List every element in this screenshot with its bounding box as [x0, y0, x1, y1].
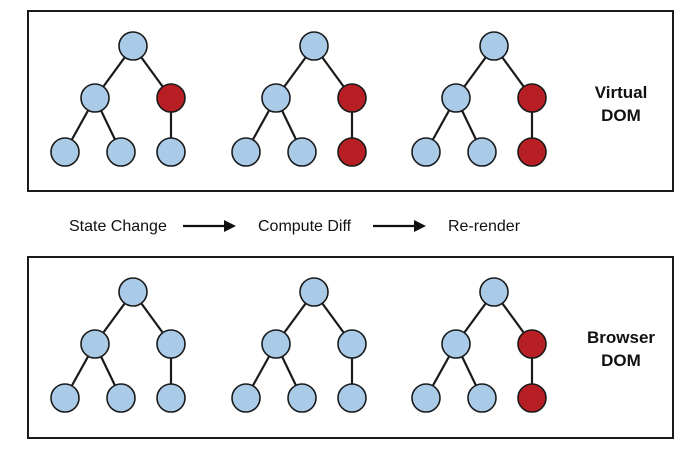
tree-node: [467, 383, 497, 413]
tree-node: [50, 137, 80, 167]
browser-dom-panel: Browser DOM: [27, 256, 674, 439]
tree-node: [156, 329, 186, 359]
tree-node: [479, 277, 509, 307]
browser-dom-label-line1: Browser: [587, 328, 655, 347]
tree-node: [441, 329, 471, 359]
tree-node: [411, 383, 441, 413]
tree-node: [287, 383, 317, 413]
tree-node-changed: [517, 329, 547, 359]
tree-node-changed: [517, 137, 547, 167]
virtual-dom-tree-compute-diff: [231, 31, 367, 167]
tree-node-changed: [156, 83, 186, 113]
tree-node: [118, 277, 148, 307]
tree-node-changed: [337, 83, 367, 113]
step-state-change: State Change: [69, 218, 167, 235]
flow-row: State Change Compute Diff Re-render: [69, 218, 521, 235]
tree-node: [479, 31, 509, 61]
tree-node: [299, 277, 329, 307]
browser-dom-tree-compute-diff: [231, 277, 367, 413]
tree-node: [411, 137, 441, 167]
browser-dom-tree-re-render: [411, 277, 547, 413]
virtual-dom-label-line2: DOM: [601, 106, 641, 125]
tree-node: [299, 31, 329, 61]
tree-node-changed: [337, 137, 367, 167]
arrow-right-icon: [373, 220, 426, 232]
tree-node: [106, 383, 136, 413]
tree-node: [156, 137, 186, 167]
tree-node: [261, 329, 291, 359]
browser-dom-tree-state-change: [50, 277, 186, 413]
tree-node: [441, 83, 471, 113]
arrow-right-icon: [183, 220, 236, 232]
tree-node: [287, 137, 317, 167]
tree-node: [337, 329, 367, 359]
tree-node: [50, 383, 80, 413]
tree-node: [231, 383, 261, 413]
tree-node: [467, 137, 497, 167]
step-re-render: Re-render: [448, 218, 521, 235]
tree-node-changed: [517, 83, 547, 113]
tree-node: [80, 329, 110, 359]
tree-node: [261, 83, 291, 113]
step-compute-diff: Compute Diff: [258, 218, 352, 235]
virtual-dom-label-line1: Virtual: [595, 83, 648, 102]
tree-node: [118, 31, 148, 61]
virtual-dom-tree-re-render: [411, 31, 547, 167]
virtual-dom-tree-state-change: [50, 31, 186, 167]
tree-node: [231, 137, 261, 167]
browser-dom-label-line2: DOM: [601, 351, 641, 370]
tree-node-changed: [517, 383, 547, 413]
virtual-dom-panel: Virtual DOM: [27, 10, 674, 192]
tree-node: [156, 383, 186, 413]
tree-node: [80, 83, 110, 113]
tree-node: [337, 383, 367, 413]
tree-node: [106, 137, 136, 167]
